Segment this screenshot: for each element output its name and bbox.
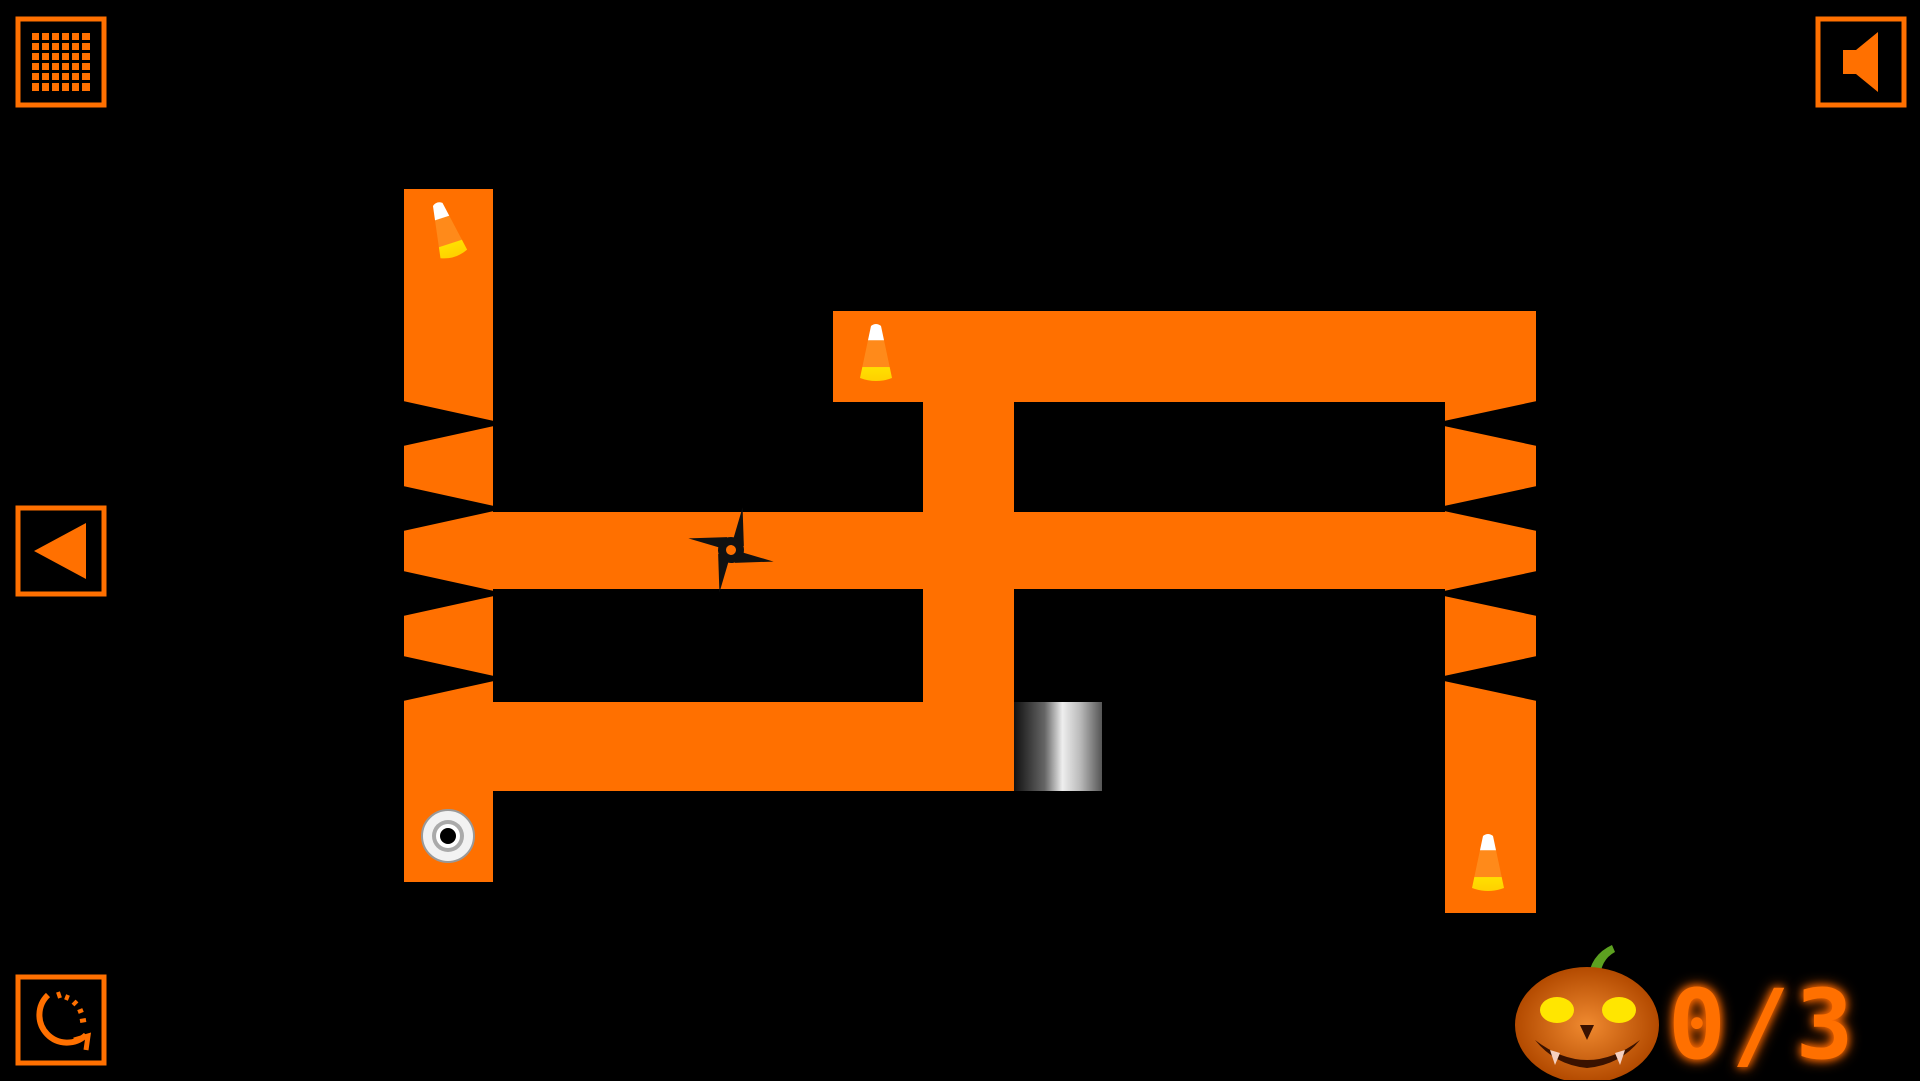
spikes-left: [403, 401, 494, 701]
maze: [404, 189, 1536, 913]
spike: [1444, 656, 1537, 701]
level-menu-button[interactable]: [15, 16, 107, 108]
spike: [1444, 571, 1537, 616]
maze-bottom-bar: [404, 702, 1014, 791]
spike: [403, 401, 494, 446]
spike: [403, 656, 494, 701]
spikes-right: [1444, 401, 1537, 701]
counter-separator: /: [1731, 969, 1796, 1081]
speaker-icon: [1843, 32, 1878, 92]
restart-icon: [36, 991, 92, 1051]
spike: [403, 571, 494, 616]
candy-corn[interactable]: [424, 198, 468, 261]
eyeball-player[interactable]: [421, 809, 475, 863]
candy-corn[interactable]: [860, 324, 892, 381]
grid-icon: [32, 33, 90, 91]
pumpkin-icon: [1515, 945, 1659, 1080]
back-button[interactable]: [15, 505, 107, 597]
spike: [1444, 401, 1537, 446]
sound-button[interactable]: [1815, 16, 1907, 108]
candy-corn[interactable]: [1472, 834, 1504, 891]
total-count: 3: [1795, 969, 1860, 1081]
back-arrow-icon: [34, 523, 86, 579]
metal-block[interactable]: [1014, 702, 1102, 791]
collected-count: 0: [1668, 969, 1732, 1081]
candy-counter: 0 / 3: [1668, 969, 1859, 1081]
restart-button[interactable]: [15, 974, 107, 1066]
shuriken-enemy: [688, 507, 774, 593]
spike: [1444, 486, 1537, 531]
maze-top-bar: [833, 311, 1536, 402]
spike: [403, 486, 494, 531]
